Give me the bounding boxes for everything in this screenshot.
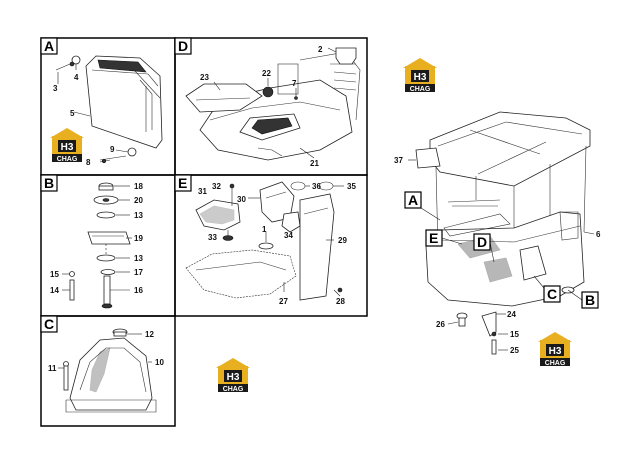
part-label: 3: [53, 84, 58, 93]
section-c-drawing: [58, 328, 157, 413]
section-d-title: D: [178, 38, 188, 54]
part-label: 6: [596, 230, 601, 239]
callout-d: D: [477, 234, 487, 250]
section-e-drawing: [185, 181, 344, 301]
overview-labels: 37 6 24 26 15 25: [394, 156, 601, 355]
part-label: 21: [310, 159, 319, 168]
section-d-drawing: [185, 47, 361, 161]
section-a-labels: 3 4 5 8 9: [53, 73, 115, 167]
overview-drawing: [408, 111, 595, 355]
section-e-title: E: [178, 175, 187, 191]
part-label: 1: [262, 225, 267, 234]
part-label: 30: [237, 195, 246, 204]
part-label: 19: [134, 234, 143, 243]
callout-c: C: [547, 286, 557, 302]
part-label: 13: [134, 211, 143, 220]
part-label: 13: [134, 254, 143, 263]
part-label: 20: [134, 196, 143, 205]
part-label: 17: [134, 268, 143, 277]
part-label: 15: [510, 330, 519, 339]
part-label: 27: [279, 297, 288, 306]
part-label: 12: [145, 330, 154, 339]
part-label: 18: [134, 182, 143, 191]
panel-grid: [40, 37, 368, 427]
section-a-title: A: [44, 38, 54, 54]
callout-b: B: [585, 292, 595, 308]
overview-callouts: A E D C B: [404, 191, 599, 309]
section-b-drawing: [62, 182, 132, 309]
part-label: 35: [347, 182, 356, 191]
part-label: 28: [336, 297, 345, 306]
part-label: 5: [70, 109, 75, 118]
logo-watermark: [50, 128, 84, 163]
part-label: 14: [50, 286, 59, 295]
part-label: 33: [208, 233, 217, 242]
part-label: 24: [507, 310, 516, 319]
part-label: 8: [86, 158, 91, 167]
part-label: 7: [292, 79, 297, 88]
section-c-labels: 12 10 11: [48, 330, 164, 373]
part-label: 26: [436, 320, 445, 329]
part-label: 2: [318, 45, 323, 54]
callout-a: A: [408, 192, 418, 208]
section-a-drawing: [50, 55, 163, 164]
part-label: 22: [262, 69, 271, 78]
part-label: 23: [200, 73, 209, 82]
section-d-labels: 2 22 7 23 21: [200, 45, 323, 168]
logo-watermark: [538, 332, 572, 367]
part-label: 36: [312, 182, 321, 191]
part-label: 25: [510, 346, 519, 355]
part-label: 9: [110, 145, 115, 154]
part-label: 15: [50, 270, 59, 279]
section-b-labels: 18 20 13 19 13 15 17 14 16: [50, 182, 143, 295]
part-label: 31: [198, 187, 207, 196]
part-label: 4: [74, 73, 79, 82]
part-label: 32: [212, 182, 221, 191]
section-b-title: B: [44, 175, 54, 191]
section-c-title: C: [44, 316, 54, 332]
logo-watermark: [403, 58, 437, 93]
section-titles: A D B E C: [40, 37, 192, 333]
part-label: 16: [134, 286, 143, 295]
part-label: 37: [394, 156, 403, 165]
part-label: 29: [338, 236, 347, 245]
section-e-labels: 32 36 35 31 30 1 33 34 29 27 28: [198, 182, 356, 306]
part-label: 34: [284, 231, 293, 240]
callout-e: E: [429, 230, 438, 246]
part-label: 11: [48, 364, 57, 373]
part-label: 10: [155, 358, 164, 367]
logo-watermark: [216, 358, 250, 393]
